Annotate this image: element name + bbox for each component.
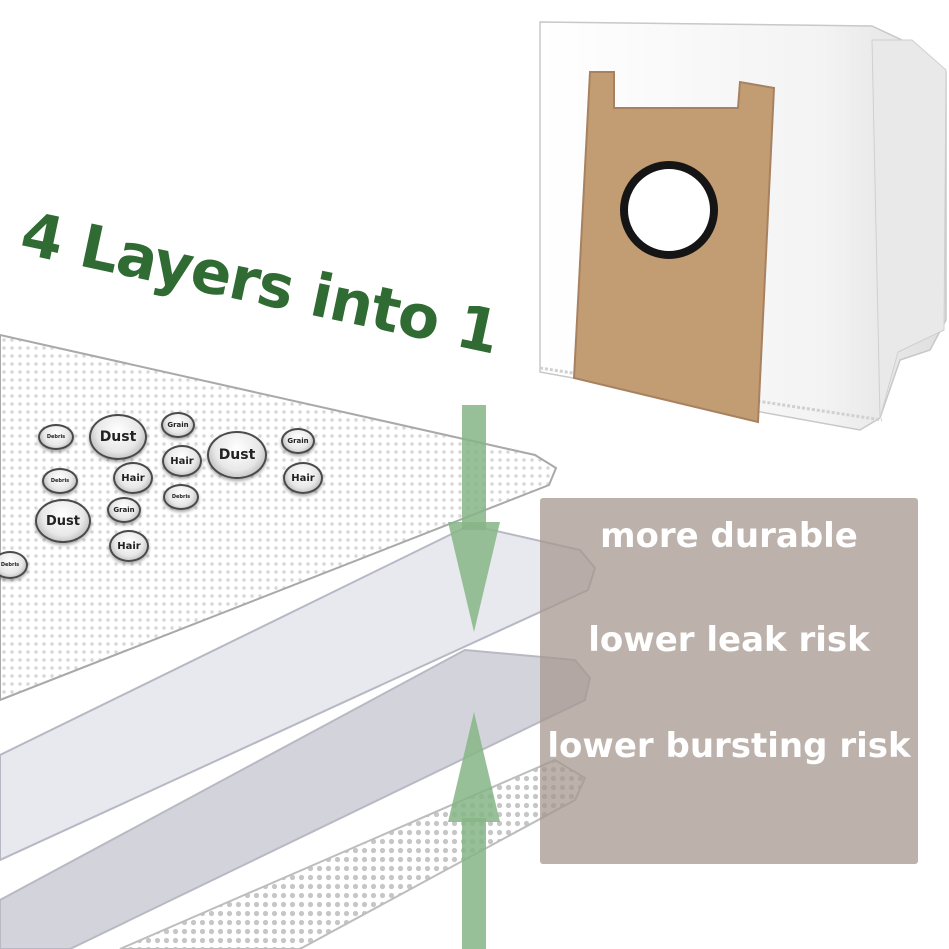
hair-bubble: Hair [283, 462, 323, 494]
hair-bubble: Hair [109, 530, 149, 562]
hair-bubble: Hair [113, 462, 153, 494]
benefit-lower-leak-risk: lower leak risk [588, 620, 870, 660]
dust-bubble: Dust [89, 414, 147, 460]
debris-bubble: Debris [0, 551, 28, 579]
debris-bubble: Debris [38, 424, 74, 450]
collar-ring-icon [620, 161, 718, 259]
debris-bubble: Debris [42, 468, 78, 494]
benefit-more-durable: more durable [600, 516, 858, 556]
grain-bubble: Grain [107, 497, 141, 523]
bag-side-fold [871, 39, 947, 419]
hair-bubble: Hair [162, 445, 202, 477]
dust-bubble: Dust [207, 431, 267, 479]
filter-bag-image [539, 21, 947, 431]
dust-bubble: Dust [35, 499, 91, 543]
arrow-up-icon [448, 712, 500, 949]
grain-bubble: Grain [161, 412, 195, 438]
arrow-down-icon [448, 405, 500, 632]
grain-bubble: Grain [281, 428, 315, 454]
debris-bubble: Debris [163, 484, 199, 510]
benefit-lower-bursting-risk: lower bursting risk [547, 726, 911, 766]
benefits-panel: more durable lower leak risk lower burst… [540, 498, 918, 864]
